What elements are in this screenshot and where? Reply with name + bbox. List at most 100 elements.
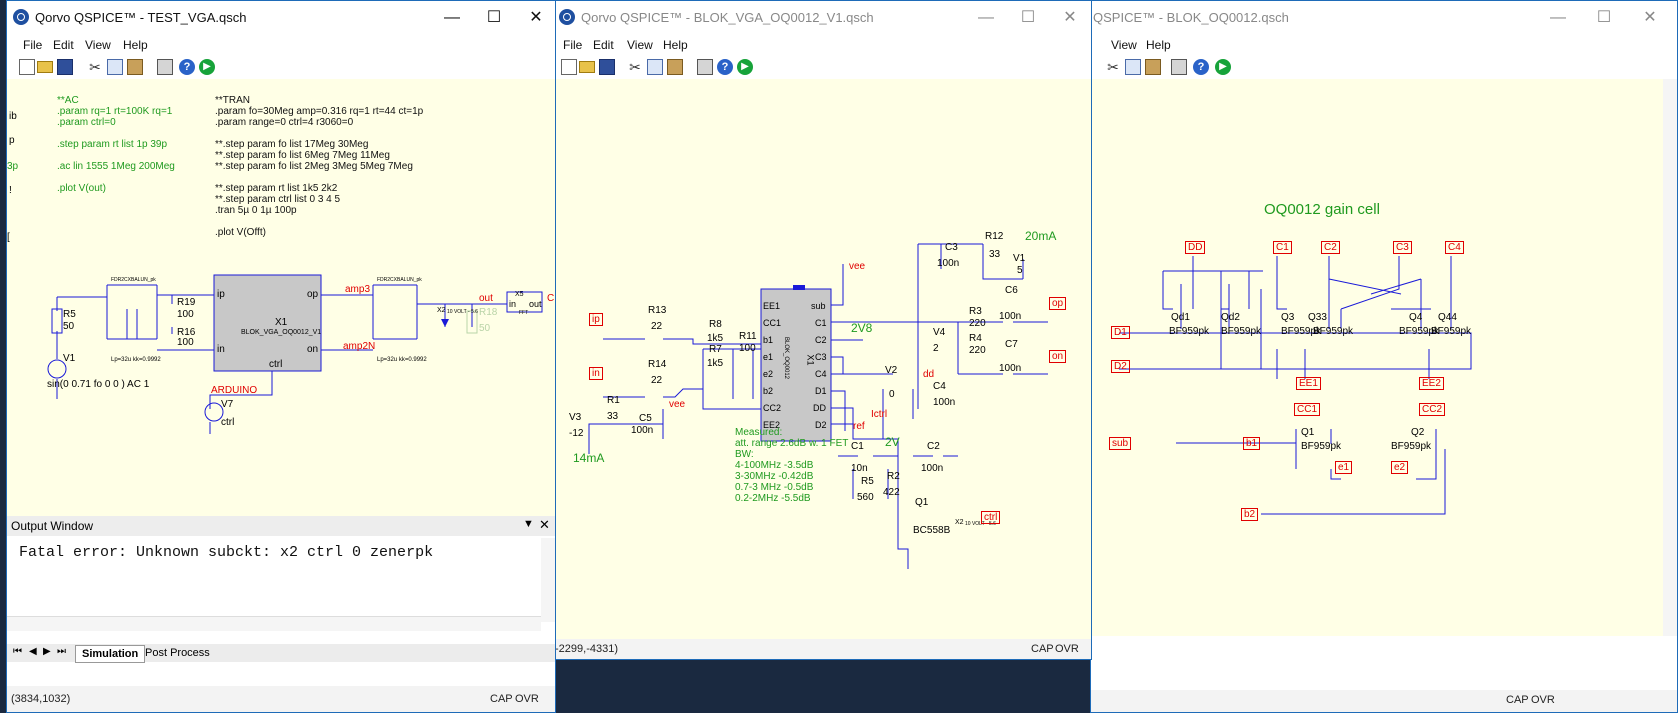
title-bar[interactable]: QSPICE™ - BLOK_OQ0012.qsch — ☐ ✕ xyxy=(1091,1,1677,35)
open-folder-icon[interactable] xyxy=(37,61,53,73)
net-ctrl: ctrl xyxy=(981,511,1001,524)
edge-label: [ xyxy=(7,232,10,243)
window-test-vga[interactable]: Qorvo QSPICE™ - TEST_VGA.qsch — ☐ ✕ File… xyxy=(6,0,556,713)
run-icon[interactable]: ▶ xyxy=(199,59,215,75)
tab-simulation[interactable]: Simulation xyxy=(75,645,146,663)
minimize-button[interactable]: — xyxy=(978,9,994,26)
copy-icon[interactable] xyxy=(647,59,663,75)
toolbar: ✂ ? ▶ xyxy=(1091,56,1677,78)
maximize-button[interactable]: ☐ xyxy=(1596,9,1612,26)
menu-file[interactable]: File xyxy=(563,38,583,52)
r13-name: R13 xyxy=(648,305,667,316)
tab-post-process[interactable]: Post Process xyxy=(145,647,210,659)
menu-edit[interactable]: Edit xyxy=(593,38,614,52)
x1-pin-e2: e2 xyxy=(763,369,774,379)
transistor-q1: Q1 xyxy=(1301,427,1315,438)
menu-view[interactable]: View xyxy=(627,38,653,52)
cut-icon[interactable]: ✂ xyxy=(89,59,101,75)
print-icon[interactable] xyxy=(157,59,173,75)
new-file-icon[interactable] xyxy=(561,59,577,75)
run-icon[interactable]: ▶ xyxy=(737,59,753,75)
new-file-icon[interactable] xyxy=(19,59,35,75)
print-icon[interactable] xyxy=(1171,59,1187,75)
v7-net: ctrl xyxy=(221,417,235,428)
directive-line: .ac lin 1555 1Meg 200Meg xyxy=(57,161,175,172)
first-tab-icon[interactable]: ⏮ xyxy=(13,646,22,657)
save-icon[interactable] xyxy=(599,59,615,75)
close-button[interactable]: ✕ xyxy=(529,9,543,26)
cap-indicator: CAP xyxy=(1506,694,1529,706)
cut-icon[interactable]: ✂ xyxy=(629,59,641,75)
menu-edit[interactable]: Edit xyxy=(53,38,74,52)
copy-icon[interactable] xyxy=(1125,59,1141,75)
cut-icon[interactable]: ✂ xyxy=(1107,59,1119,75)
vertical-scrollbar[interactable] xyxy=(1663,79,1677,636)
maximize-button[interactable]: ☐ xyxy=(486,9,502,26)
output-vertical-scrollbar[interactable] xyxy=(541,538,555,622)
title-bar[interactable]: Qorvo QSPICE™ - BLOK_VGA_OQ0012_V1.qsch … xyxy=(553,1,1091,35)
net-b1: b1 xyxy=(1243,437,1261,450)
menu-file[interactable]: File xyxy=(23,38,43,52)
close-button[interactable]: ✕ xyxy=(1643,9,1657,26)
x2-spec: 10 VOLT - 5.6 xyxy=(447,309,478,315)
directive-line: .tran 5µ 0 1µ 100p xyxy=(215,205,297,216)
tran-directives: **TRAN .param fo=30Meg amp=0.316 rq=1 rt… xyxy=(215,95,423,238)
menu-help[interactable]: Help xyxy=(123,38,148,52)
schematic-canvas[interactable]: ip in R13 22 R14 22 R8 1k5 R11 100 R7 1k… xyxy=(553,79,1091,639)
net-c4: C4 xyxy=(1445,241,1464,254)
close-icon[interactable]: ✕ xyxy=(539,517,550,532)
directive-line: .param rq=1 rt=100K rq=1 xyxy=(57,106,173,117)
net-dd: DD xyxy=(1185,241,1206,254)
menu-help[interactable]: Help xyxy=(663,38,688,52)
x1-pin-ip: ip xyxy=(217,289,225,300)
print-icon[interactable] xyxy=(697,59,713,75)
help-icon[interactable]: ? xyxy=(717,59,733,75)
menu-view[interactable]: View xyxy=(1111,38,1137,52)
x1-pin-d2: D2 xyxy=(815,420,827,430)
paste-icon[interactable] xyxy=(127,59,143,75)
copy-icon[interactable] xyxy=(107,59,123,75)
status-bar: (3834,1032) CAP OVR xyxy=(7,686,555,712)
title-bar[interactable]: Qorvo QSPICE™ - TEST_VGA.qsch — ☐ ✕ xyxy=(7,1,555,35)
schematic-canvas[interactable]: **AC .param rq=1 rt=100K rq=1 .param ctr… xyxy=(7,79,555,551)
minimize-button[interactable]: — xyxy=(444,9,460,26)
close-button[interactable]: ✕ xyxy=(1063,9,1077,26)
schematic-canvas[interactable]: OQ0012 gain cell DD C1 C2 C3 C4 Qd1 Qd2 … xyxy=(1091,79,1667,636)
measured-line: att. range 2.6dB w. 1 FET xyxy=(735,438,849,449)
menu-bar: View Help xyxy=(1091,35,1677,55)
help-icon[interactable]: ? xyxy=(179,59,195,75)
run-icon[interactable]: ▶ xyxy=(1215,59,1231,75)
model-bf959-1: BF959pk xyxy=(1169,326,1210,337)
transistor-qd1: Qd1 xyxy=(1171,312,1190,323)
net-e2: e2 xyxy=(1391,461,1409,474)
x1-pin-cc2: CC2 xyxy=(763,403,782,413)
prev-tab-icon[interactable]: ◀ xyxy=(29,646,37,657)
paste-icon[interactable] xyxy=(667,59,683,75)
window-blok-oq0012[interactable]: QSPICE™ - BLOK_OQ0012.qsch — ☐ ✕ View He… xyxy=(1090,0,1678,713)
menu-view[interactable]: View xyxy=(85,38,111,52)
directive-line: **AC xyxy=(57,95,79,106)
menu-help[interactable]: Help xyxy=(1146,38,1171,52)
help-icon[interactable]: ? xyxy=(1193,59,1209,75)
measured-line: 0.7-3 MHz -0.5dB xyxy=(735,482,814,493)
minimize-button[interactable]: — xyxy=(1550,9,1566,26)
net-c3: C3 xyxy=(1393,241,1412,254)
voltage-2v: 2V xyxy=(885,435,900,449)
output-horizontal-scrollbar[interactable] xyxy=(7,616,541,631)
last-tab-icon[interactable]: ⏭ xyxy=(57,646,66,657)
x2-name: X2 xyxy=(955,519,964,526)
c6-value: 100n xyxy=(999,311,1022,322)
window-blok-vga[interactable]: Qorvo QSPICE™ - BLOK_VGA_OQ0012_V1.qsch … xyxy=(552,0,1092,660)
t2-spec: Lp=32u kk=0.9992 xyxy=(377,357,427,363)
r5-value: 50 xyxy=(63,321,75,332)
save-icon[interactable] xyxy=(57,59,73,75)
open-folder-icon[interactable] xyxy=(579,61,595,73)
output-window[interactable]: Output Window ▼ ✕ Fatal error: Unknown s… xyxy=(7,516,555,644)
paste-icon[interactable] xyxy=(1145,59,1161,75)
next-tab-icon[interactable]: ▶ xyxy=(43,646,51,657)
directive-line: .step param rt list 1p 39p xyxy=(57,139,168,150)
test-bench-schematic xyxy=(47,274,543,434)
maximize-button[interactable]: ☐ xyxy=(1020,9,1036,26)
dropdown-icon[interactable]: ▼ xyxy=(523,518,534,530)
output-tabs: ⏮ ◀ ▶ ⏭ Simulation Post Process xyxy=(7,644,555,663)
